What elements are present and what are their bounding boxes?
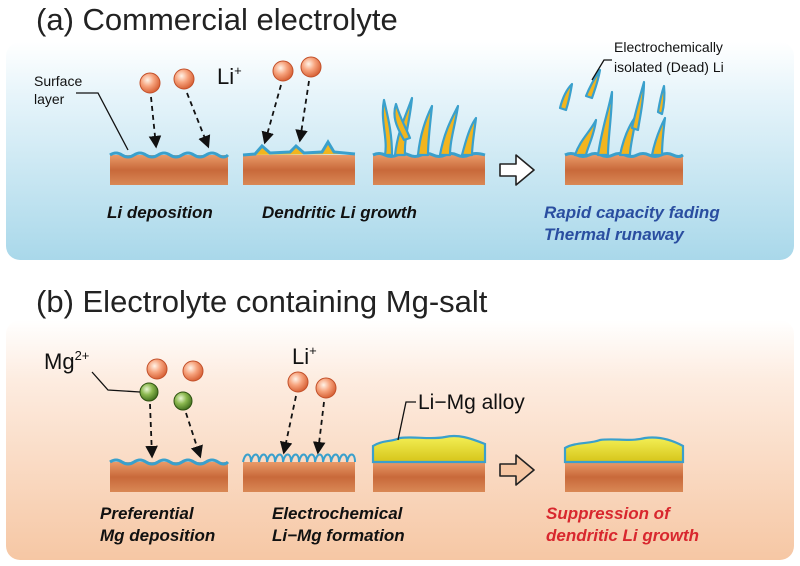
mg-ion (139, 382, 159, 402)
surface-layer-label-2: layer (34, 91, 65, 107)
li-ion (139, 72, 161, 94)
li-ion (272, 60, 294, 82)
alloy-leader (397, 401, 416, 441)
electrode-b1 (110, 462, 228, 492)
outcome-a-line2: Thermal runaway (544, 225, 685, 244)
migration-arrows-a (148, 80, 310, 149)
step-label-preferential: Preferential (100, 504, 195, 523)
surface-film-a2 (242, 139, 356, 157)
surface-layer-label: Surface (34, 73, 82, 89)
electrode-a1 (110, 155, 228, 185)
step-label-li-mg-formation: Li−Mg formation (272, 526, 405, 545)
li-ion (146, 358, 168, 380)
step-label-dendritic-growth: Dendritic Li growth (262, 203, 417, 222)
surface-film-a1 (109, 151, 230, 159)
surface-layer-leader (76, 92, 129, 151)
step-label-electrochemical: Electrochemical (272, 504, 404, 523)
outcome-b-line1: Suppression of (546, 504, 672, 523)
li-ion (287, 371, 309, 393)
step-label-li-deposition: Li deposition (107, 203, 213, 222)
outcome-a-line1: Rapid capacity fading (544, 203, 720, 222)
dendrites-a3 (381, 96, 478, 157)
electrode-b4 (565, 462, 683, 492)
li-ion (300, 56, 322, 78)
li-ion (173, 68, 195, 90)
li-ion (182, 360, 204, 382)
step-label-mg-deposition: Mg deposition (100, 526, 215, 545)
electrode-b2 (243, 462, 355, 492)
electrode-b3 (373, 462, 485, 492)
electrode-a4 (565, 155, 683, 185)
li-mg-alloy-layer-final (563, 436, 685, 464)
dead-li-dendrites (558, 68, 667, 157)
li-ion-label-b: Li+ (292, 343, 317, 369)
dead-li-leader (591, 59, 612, 81)
process-arrow-a (499, 154, 535, 186)
li-ion (315, 377, 337, 399)
panel-b-heading: (b) Electrolyte containing Mg-salt (36, 284, 488, 319)
mg-ion-leader (91, 371, 141, 393)
dead-li-label: Electrochemically (614, 39, 723, 55)
outcome-b-line2: dendritic Li growth (546, 526, 699, 545)
surface-film-b1 (109, 458, 230, 466)
panel-a-heading: (a) Commercial electrolyte (36, 2, 398, 37)
li-mg-alloy-label: Li−Mg alloy (418, 391, 525, 414)
process-arrow-b (499, 454, 535, 486)
mg-ion-label: Mg2+ (44, 348, 89, 374)
electrode-a2 (243, 155, 355, 185)
li-mg-formation-film (242, 453, 356, 463)
mg-ion (173, 391, 193, 411)
electrode-a3 (373, 155, 485, 185)
dead-li-label-2: isolated (Dead) Li (614, 59, 724, 75)
migration-arrows-b (145, 395, 326, 459)
li-ion-label-a: Li+ (217, 63, 242, 89)
li-mg-alloy-layer (371, 434, 487, 464)
